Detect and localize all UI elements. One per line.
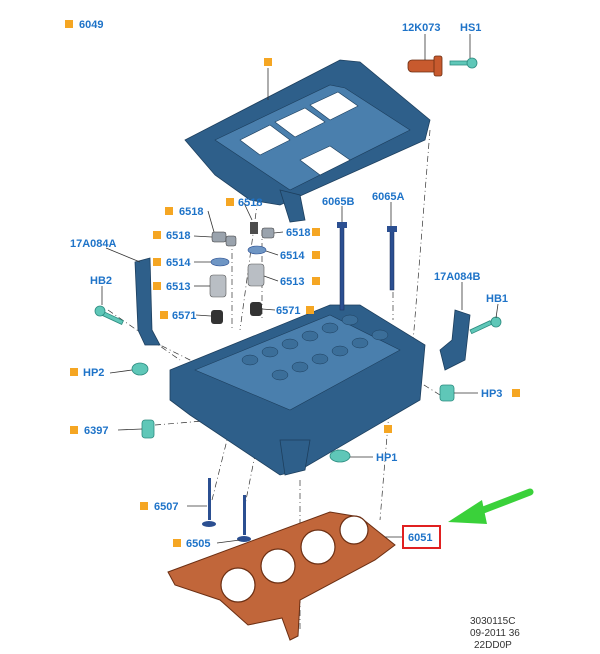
head-bolt-6065a [387, 226, 397, 291]
exhaust-valve [202, 478, 216, 527]
label-6571-b: 6571 [276, 305, 300, 317]
bracket-17a084a [134, 257, 161, 346]
valve-seal-parts [211, 222, 275, 247]
head-gasket [167, 511, 396, 641]
label-hs1: HS1 [460, 22, 481, 34]
bracket-bolt-hb1 [469, 316, 502, 335]
gasket-highlight-box [402, 525, 441, 549]
label-6518-b: 6518 [238, 197, 262, 209]
reference-markers [65, 20, 520, 547]
label-hp1: HP1 [376, 452, 397, 464]
label-6397: 6397 [84, 425, 108, 437]
part-labels: 6049 12K073 HS1 6518 6518 6518 6518 6514… [70, 19, 508, 550]
sensor-bolt [449, 57, 478, 69]
bracket-17a084b [439, 309, 471, 371]
label-6065a: 6065A [372, 191, 404, 203]
label-6507: 6507 [154, 501, 178, 513]
label-6518-d: 6518 [286, 227, 310, 239]
cylinder-head [169, 304, 426, 476]
label-6513-b: 6513 [280, 276, 304, 288]
bracket-bolt-hb2 [94, 305, 124, 325]
label-hp3: HP3 [481, 388, 502, 400]
label-hb2: HB2 [90, 275, 112, 287]
green-arrow-icon [448, 488, 534, 524]
leader-lines [101, 34, 499, 544]
label-6514-a: 6514 [166, 257, 191, 269]
label-6049: 6049 [79, 19, 103, 31]
reference-line-2: 09-2011 36 [470, 628, 520, 639]
label-6571-a: 6571 [172, 310, 196, 322]
valve-retainers [210, 245, 267, 267]
plug-hp2 [131, 362, 149, 376]
plug-hp1 [329, 449, 351, 463]
drawing-reference: 3030115C 09-2011 36 22DD0P [470, 616, 520, 651]
head-bolt-6065b [337, 222, 347, 311]
label-17a084b: 17A084B [434, 271, 481, 283]
intake-valve [237, 495, 251, 542]
cam-sensor [407, 55, 443, 77]
label-6518-a: 6518 [179, 206, 203, 218]
gasket-callout: 6051 [402, 525, 441, 549]
label-12k073: 12K073 [402, 22, 441, 34]
reference-line-1: 3030115C [470, 616, 515, 627]
valve-springs [209, 263, 265, 298]
label-hp2: HP2 [83, 367, 104, 379]
label-6505: 6505 [186, 538, 210, 550]
label-6513-a: 6513 [166, 281, 190, 293]
label-17a084a: 17A084A [70, 238, 117, 250]
label-6514-b: 6514 [280, 250, 305, 262]
label-6051: 6051 [408, 532, 432, 544]
plug-hp3 [439, 384, 455, 402]
reference-line-3: 22DD0P [474, 640, 512, 651]
label-6518-c: 6518 [166, 230, 190, 242]
part-6397 [141, 419, 155, 439]
cam-carrier-frame [184, 59, 431, 223]
label-6065b: 6065B [322, 196, 354, 208]
label-hb1: HB1 [486, 293, 508, 305]
spring-seats [211, 302, 262, 324]
